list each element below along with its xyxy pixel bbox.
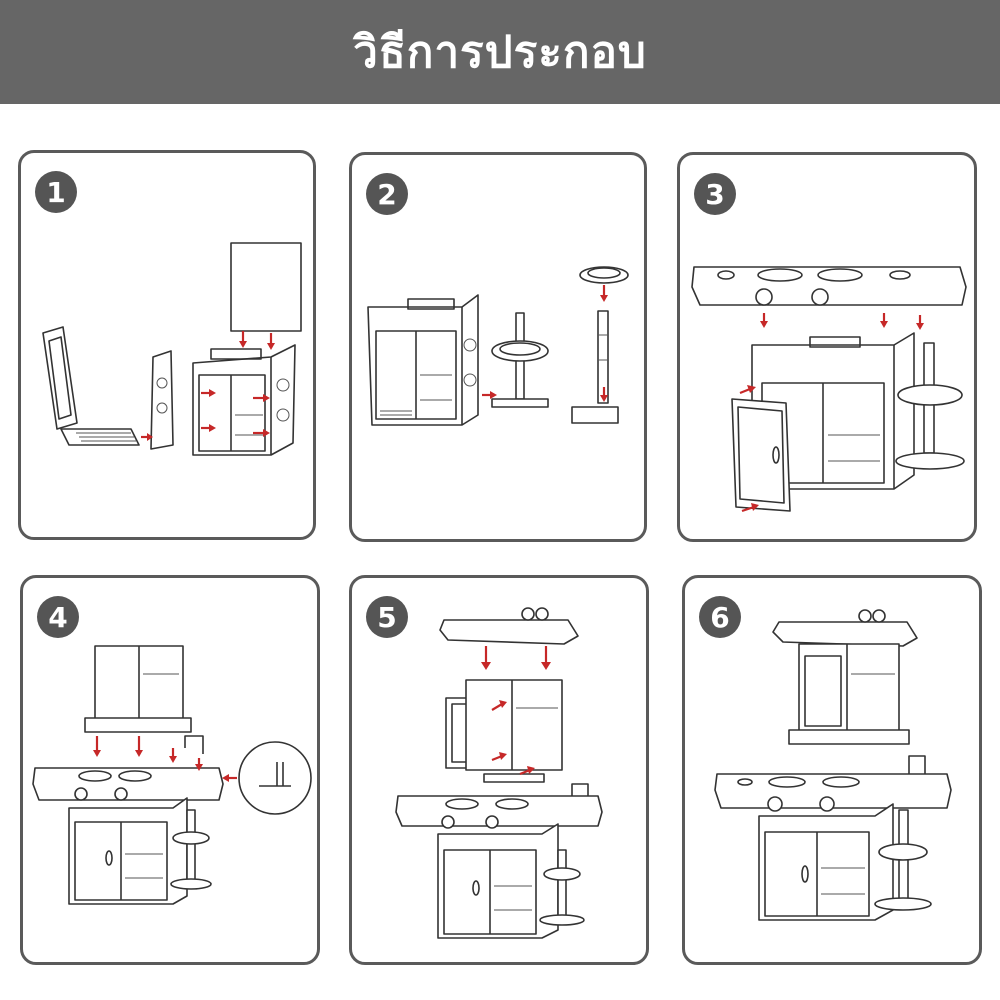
step-2-illustration <box>367 266 629 426</box>
step-panel-2: 2 <box>349 152 647 542</box>
assembly-arrows <box>739 313 924 513</box>
assembly-arrows <box>93 736 237 782</box>
step-number-badge: 5 <box>366 596 408 638</box>
step-number-badge: 4 <box>37 596 79 638</box>
step-3-illustration <box>691 266 967 513</box>
step-panel-5: 5 <box>349 575 649 965</box>
step-number-badge: 2 <box>366 173 408 215</box>
step-panel-4: 4 <box>20 575 320 965</box>
page-title: วิธีการประกอบ <box>353 27 647 78</box>
step-number-badge: 3 <box>694 173 736 215</box>
step-panel-3: 3 <box>677 152 977 542</box>
assembly-arrows <box>141 331 275 441</box>
step-number-badge: 6 <box>699 596 741 638</box>
step-4-illustration <box>32 645 312 905</box>
step-panel-1: 1 <box>18 150 316 540</box>
assembly-arrows <box>481 646 551 776</box>
header-bar: วิธีการประกอบ <box>0 0 1000 104</box>
step-1-illustration <box>42 242 302 456</box>
step-5-illustration <box>395 607 603 939</box>
step-panel-6: 6 <box>682 575 982 965</box>
step-number-badge: 1 <box>35 171 77 213</box>
step-6-illustration <box>714 609 952 921</box>
assembly-arrows <box>482 285 608 402</box>
